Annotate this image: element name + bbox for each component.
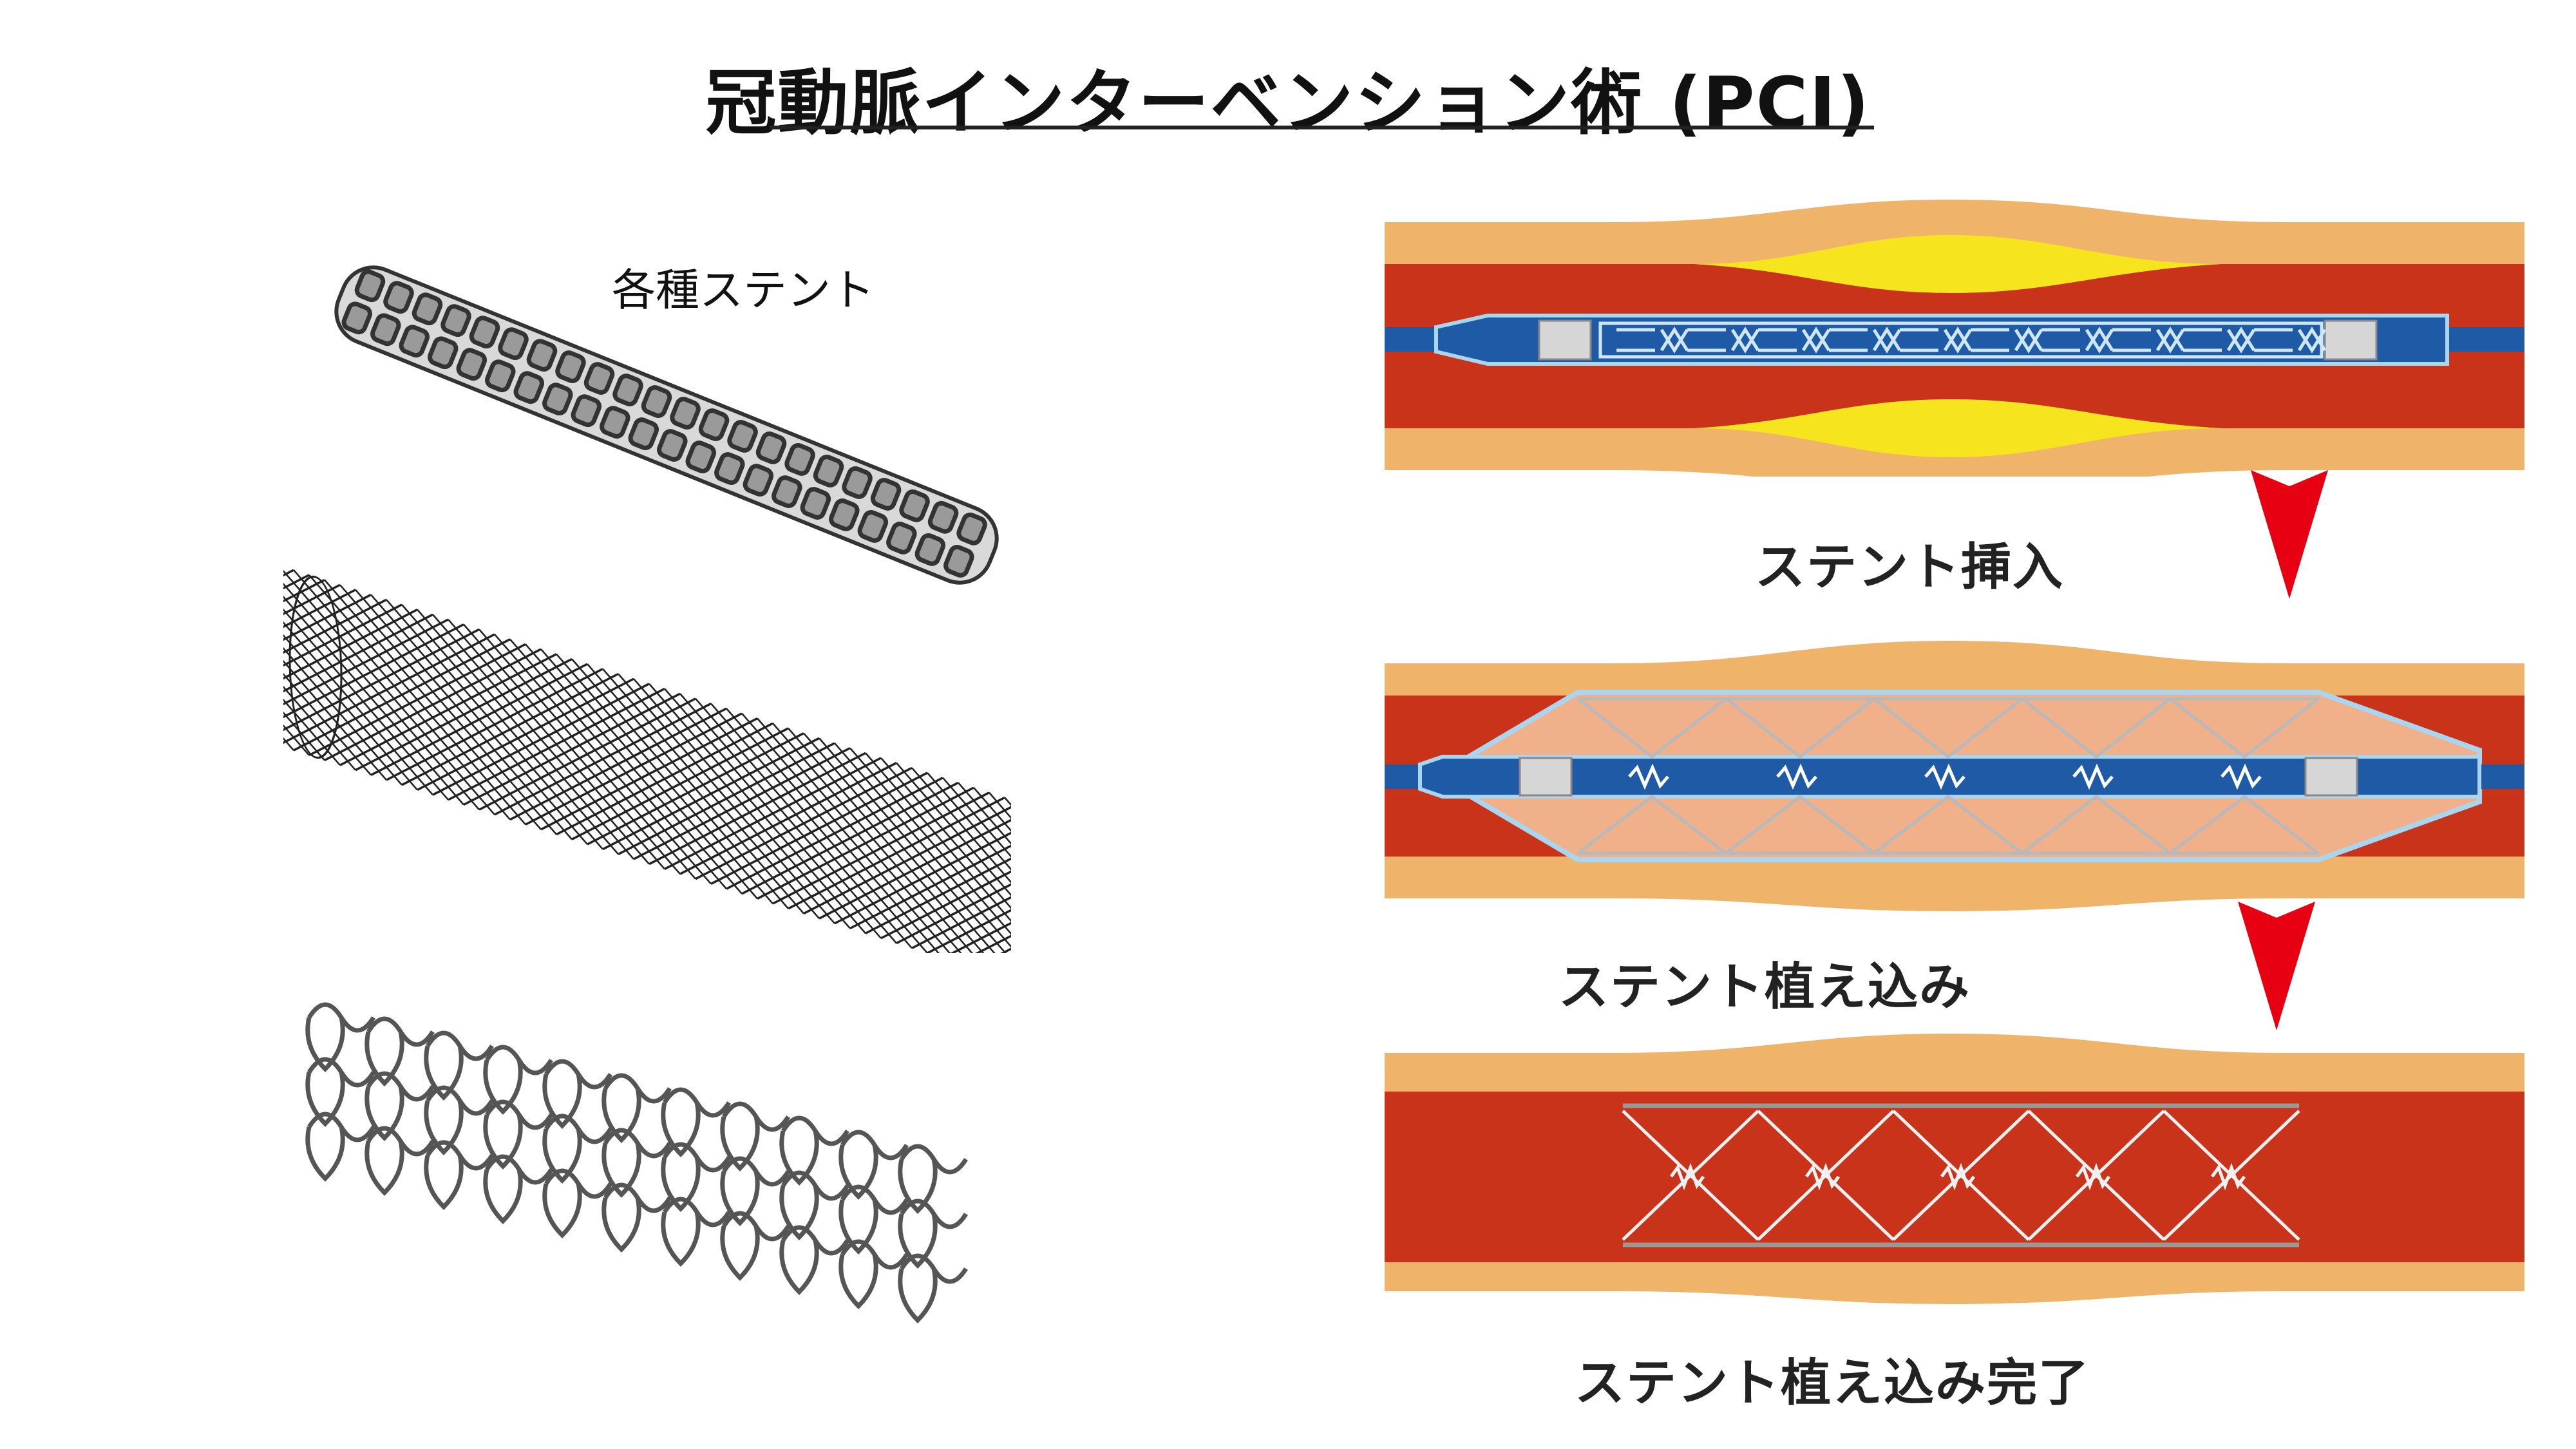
vessel-panel-complete [1385, 1034, 2524, 1304]
step-label-insert: ステント挿入 [1755, 538, 2065, 596]
stent-illustration-open-cell [305, 1002, 968, 1323]
step-label-complete: ステント植え込み完了 [1575, 1354, 2090, 1412]
stent-illustration-mesh-tube [283, 541, 1011, 953]
page-title: 冠動脈インターベンション術 (PCI) [705, 62, 1871, 144]
stent-illustration-slotted-tube [334, 265, 999, 585]
vessel-panel-implant [1385, 641, 2524, 911]
plaque-top [1694, 235, 2222, 293]
vessel-panel-insert [1385, 200, 2524, 477]
plaque-bottom [1694, 399, 2222, 457]
step-label-implant: ステント植え込み [1558, 958, 1971, 1016]
stent-types-label: 各種ステント [612, 265, 875, 316]
title-underline [770, 126, 1874, 129]
arrow-down-2 [2238, 902, 2315, 1030]
arrow-down-1 [2251, 470, 2328, 599]
